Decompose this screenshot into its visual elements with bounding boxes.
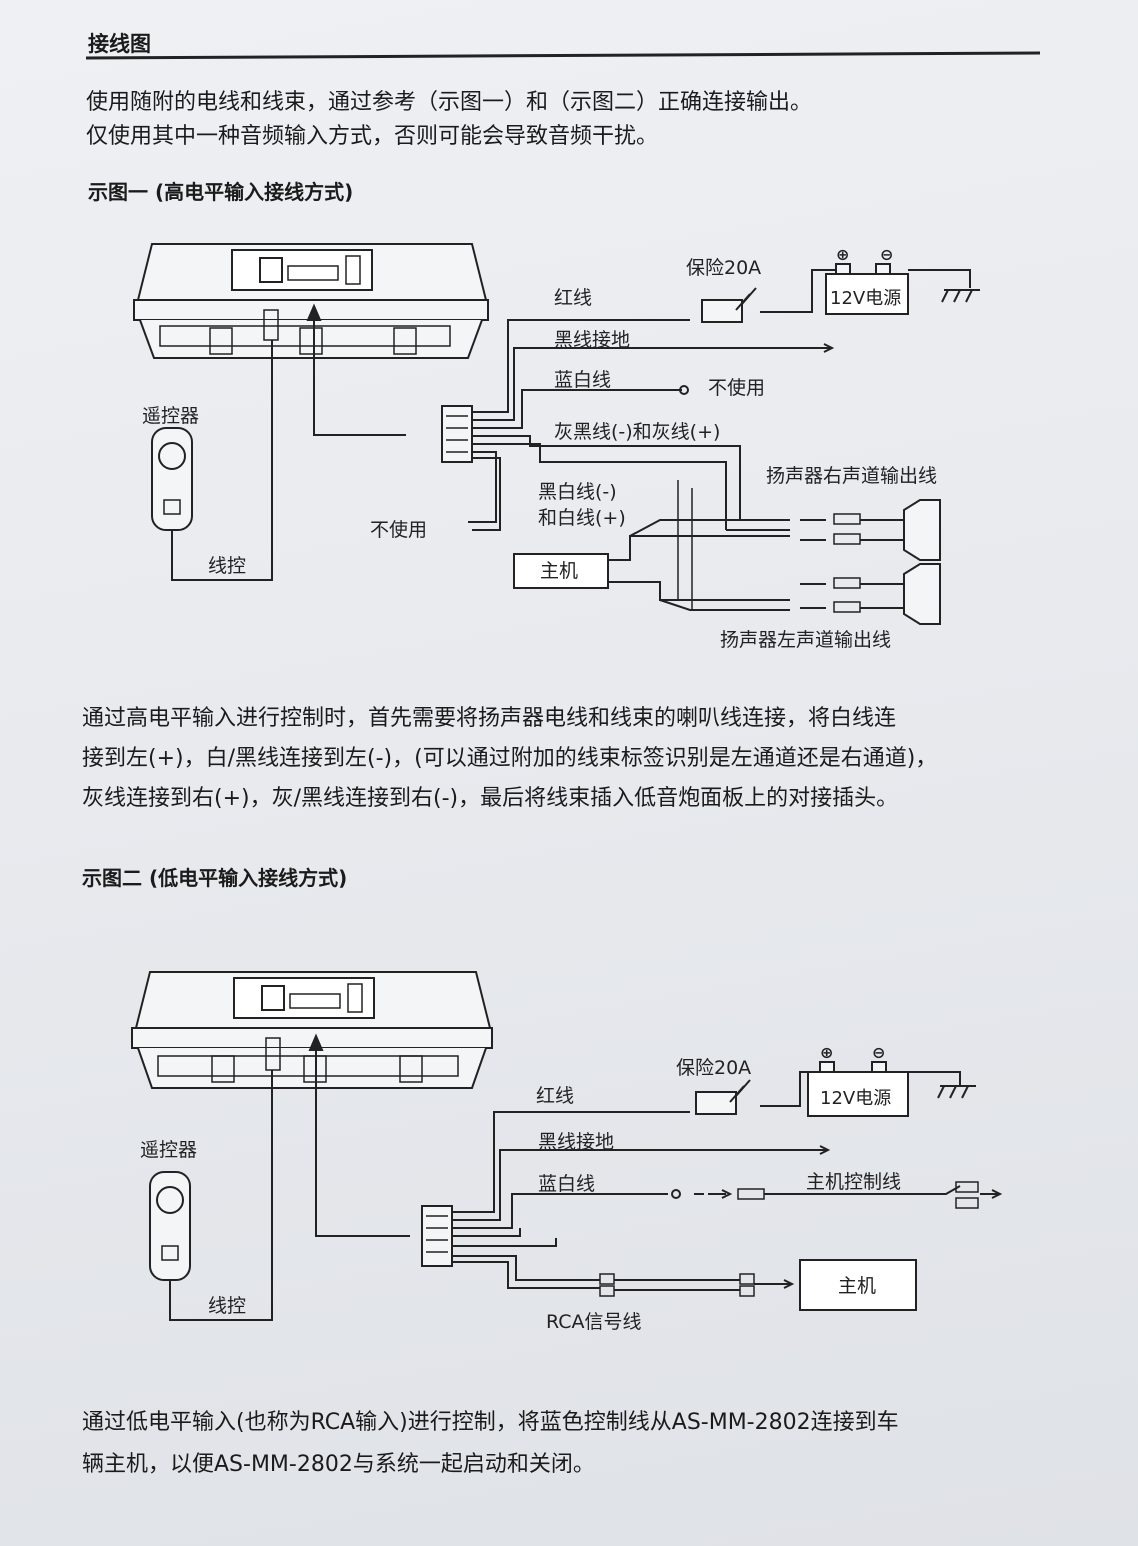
intro-line-1: 使用随附的电线和线束，通过参考（示图一）和（示图二）正确连接输出。	[86, 90, 813, 115]
svg-text:⊕: ⊕	[820, 1043, 833, 1062]
figure1-diagram: 保险20A 红线 12V电源 ⊕ ⊖ 黑线接地 蓝白线 不使用 灰黑线(-)和灰…	[133, 243, 980, 651]
fig1-remote-label: 遥控器	[142, 405, 199, 427]
fig2-red-label: 红线	[536, 1085, 574, 1107]
remote-icon	[151, 427, 193, 531]
fuse-icon	[695, 1079, 751, 1115]
connector-icon	[441, 405, 473, 463]
intro-line-2: 仅使用其中一种音频输入方式，否则可能会导致音频干扰。	[86, 124, 659, 149]
fig2-fuse-label: 保险20A	[676, 1057, 751, 1079]
fig2-blue-label: 蓝白线	[538, 1173, 595, 1195]
fig2-desc-line-1: 通过低电平输入(也称为RCA输入)进行控制，将蓝色控制线从AS-MM-2802连…	[82, 1410, 899, 1435]
amplifier-icon	[133, 243, 489, 359]
fig1-battery-label: 12V电源	[830, 288, 901, 309]
ground-icon	[941, 289, 980, 303]
svg-text:⊕: ⊕	[836, 245, 849, 264]
fig1-fuse-label: 保险20A	[686, 257, 761, 279]
ground-icon	[937, 1085, 976, 1099]
connector-icon	[421, 1205, 453, 1267]
fig1-desc-line-1: 通过高电平输入进行控制时，首先需要将扬声器电线和线束的喇叭线连接，将白线连	[82, 706, 897, 731]
fig2-wirecontrol-label: 线控	[208, 1295, 246, 1317]
fig1-red-label: 红线	[554, 287, 592, 309]
battery-icon	[825, 263, 909, 315]
fig2-remote-label: 遥控器	[140, 1139, 197, 1161]
fig1-notused-label: 不使用	[708, 377, 765, 399]
section-title: 接线图	[88, 32, 151, 56]
fig1-white-label: 和白线(+)	[538, 507, 626, 529]
remote-icon	[149, 1171, 191, 1281]
fig1-ground-label: 黑线接地	[554, 329, 630, 351]
fig1-wirecontrol-label: 线控	[208, 555, 246, 577]
fig2-headunit-label: 主机	[838, 1275, 876, 1297]
fuse-icon	[701, 287, 757, 323]
fig1-left-label: 扬声器左声道输出线	[720, 629, 891, 651]
fig2-ground-label: 黑线接地	[538, 1131, 614, 1153]
fig1-right-label: 扬声器右声道输出线	[766, 465, 937, 487]
fig2-control-label: 主机控制线	[806, 1171, 901, 1193]
fig1-desc-line-3: 灰线连接到右(+)，灰/黑线连接到右(-)，最后将线束插入低音炮面板上的对接插头…	[82, 786, 899, 811]
fig2-battery-label: 12V电源	[820, 1088, 891, 1109]
fig1-gray-label: 灰黑线(-)和灰线(+)	[554, 421, 720, 443]
amplifier-icon	[131, 971, 493, 1089]
figure1-title: 示图一 (高电平输入接线方式)	[88, 180, 354, 204]
fig1-desc-line-2: 接到左(+)，白/黑线连接到左(-)，(可以通过附加的线束标签识别是左通道还是右…	[82, 746, 938, 771]
svg-text:⊖: ⊖	[872, 1043, 885, 1062]
battery-icon	[807, 1061, 909, 1117]
fig2-desc-line-2: 辆主机，以便AS-MM-2802与系统一起启动和关闭。	[82, 1452, 595, 1477]
title-rule	[85, 51, 1041, 60]
speaker-icon	[903, 499, 941, 625]
fig1-headunit-label: 主机	[540, 560, 578, 582]
figure2-diagram: 保险20A 红线 12V电源 ⊕ ⊖ 黑线接地 蓝白线 主机控制线 遥控器 主机…	[131, 971, 1003, 1333]
fig2-rca-label: RCA信号线	[546, 1311, 642, 1333]
fig1-bw-label: 黑白线(-)	[538, 481, 617, 503]
figure2-title: 示图二 (低电平输入接线方式)	[82, 866, 348, 890]
fig1-blue-label: 蓝白线	[554, 369, 611, 391]
svg-text:⊖: ⊖	[880, 245, 893, 264]
fig1-notused-left-label: 不使用	[370, 519, 427, 541]
